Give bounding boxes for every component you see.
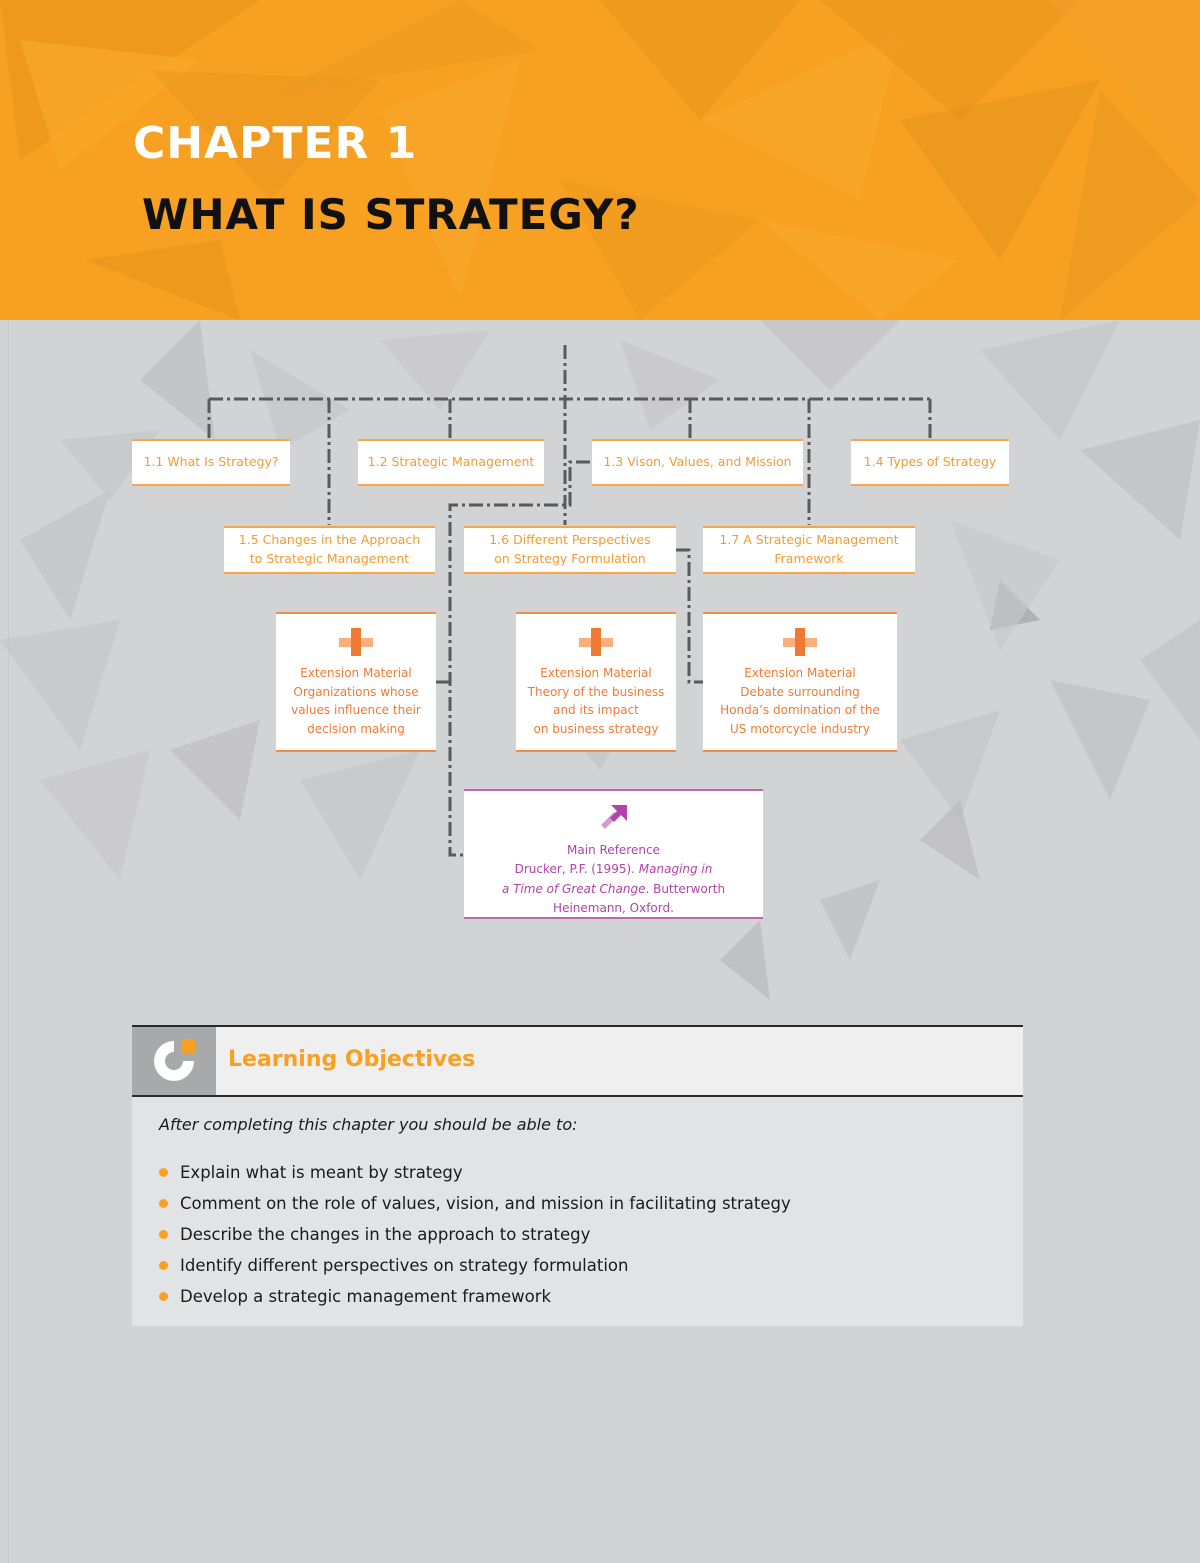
objective-item: Comment on the role of values, vision, a… [159,1188,791,1219]
objective-text: Develop a strategic management framework [180,1287,552,1306]
section-label: 1.4 Types of Strategy [863,454,997,470]
objective-text: Describe the changes in the approach to … [180,1225,591,1244]
objective-item: Explain what is meant by strategy [159,1157,791,1188]
chapter-title: WHAT IS STRATEGY? [142,190,640,239]
extension-line: Organizations whose [293,684,419,699]
section-label: 1.3 Vison, Values, and Mission [603,454,792,470]
objective-item: Identify different perspectives on strat… [159,1250,791,1281]
learning-objectives-header: Learning Objectives [132,1025,1023,1097]
reference-title: Managing in [638,862,713,877]
objective-text: Explain what is meant by strategy [180,1163,463,1182]
learning-objectives-list: Explain what is meant by strategy Commen… [159,1157,791,1312]
chapter-label: CHAPTER 1 [133,118,418,169]
objective-item: Describe the changes in the approach to … [159,1219,791,1250]
plus-icon [339,628,373,656]
section-label: 1.2 Strategic Management [367,454,535,470]
objective-text: Identify different perspectives on strat… [180,1256,629,1275]
section-label-line1: 1.6 Different Perspectives [489,532,651,548]
reference-publisher: . Butterworth [645,881,726,896]
bullet-icon [159,1261,168,1270]
section-label-line1: 1.7 A Strategic Management [719,532,899,548]
section-1-1-node[interactable]: 1.1 What Is Strategy? [132,439,290,486]
objectives-target-icon [154,1039,195,1081]
reference-line-2: a Time of Great Change. Butterworth [464,880,763,899]
extension-material-3[interactable]: Extension Material Debate surrounding Ho… [703,612,897,752]
reference-author: Drucker, P.F. (1995). [514,862,639,877]
main-reference-box[interactable]: Main Reference Drucker, P.F. (1995). Man… [464,789,763,919]
extension-line: on business strategy [533,721,659,736]
chapter-header: CHAPTER 1 WHAT IS STRATEGY? [0,0,1200,320]
section-1-4-node[interactable]: 1.4 Types of Strategy [851,439,1009,486]
extension-line: Debate surrounding [740,684,860,699]
reference-line-3: Heinemann, Oxford. [553,900,674,915]
reference-heading: Main Reference [567,843,660,858]
learning-objectives-title: Learning Objectives [228,1047,476,1072]
extension-material-1[interactable]: Extension Material Organizations whose v… [276,612,436,752]
section-label-line2: on Strategy Formulation [494,551,646,566]
extension-heading: Extension Material [540,666,652,680]
learning-objectives-icon-box [132,1027,216,1095]
arrow-up-right-icon [600,805,627,829]
polygon-pattern [0,0,1200,320]
bullet-icon [159,1230,168,1239]
plus-icon [579,628,613,656]
section-1-6-node[interactable]: 1.6 Different Perspectives on Strategy F… [464,526,676,574]
extension-line: values influence their [291,703,421,718]
learning-objectives-panel: Learning Objectives After completing thi… [132,1025,1023,1326]
extension-heading: Extension Material [300,666,412,680]
page-edge [8,320,9,1563]
section-label-line2: to Strategic Management [249,551,410,566]
extension-line: US motorcycle industry [730,721,870,736]
bullet-icon [159,1168,168,1177]
extension-heading: Extension Material [744,666,856,680]
section-1-5-node[interactable]: 1.5 Changes in the Approach to Strategic… [224,526,435,574]
plus-icon [783,628,817,656]
extension-material-2[interactable]: Extension Material Theory of the busines… [516,612,676,752]
reference-title: a Time of Great Change [501,881,646,896]
section-1-7-node[interactable]: 1.7 A Strategic Management Framework [703,526,915,574]
reference-line-1: Drucker, P.F. (1995). Managing in [464,860,763,879]
section-1-3-node[interactable]: 1.3 Vison, Values, and Mission [592,439,803,486]
extension-line: Honda’s domination of the [720,703,880,718]
bullet-icon [159,1199,168,1208]
section-label-line2: Framework [774,551,844,566]
objective-item: Develop a strategic management framework [159,1281,791,1312]
bullet-icon [159,1292,168,1301]
section-label-line1: 1.5 Changes in the Approach [238,532,421,548]
learning-objectives-intro: After completing this chapter you should… [159,1115,578,1134]
section-1-2-node[interactable]: 1.2 Strategic Management [358,439,544,486]
objective-text: Comment on the role of values, vision, a… [180,1194,791,1213]
extension-line: and its impact [553,703,639,718]
section-label: 1.1 What Is Strategy? [143,454,279,470]
extension-line: decision making [307,721,405,736]
extension-line: Theory of the business [527,684,665,699]
